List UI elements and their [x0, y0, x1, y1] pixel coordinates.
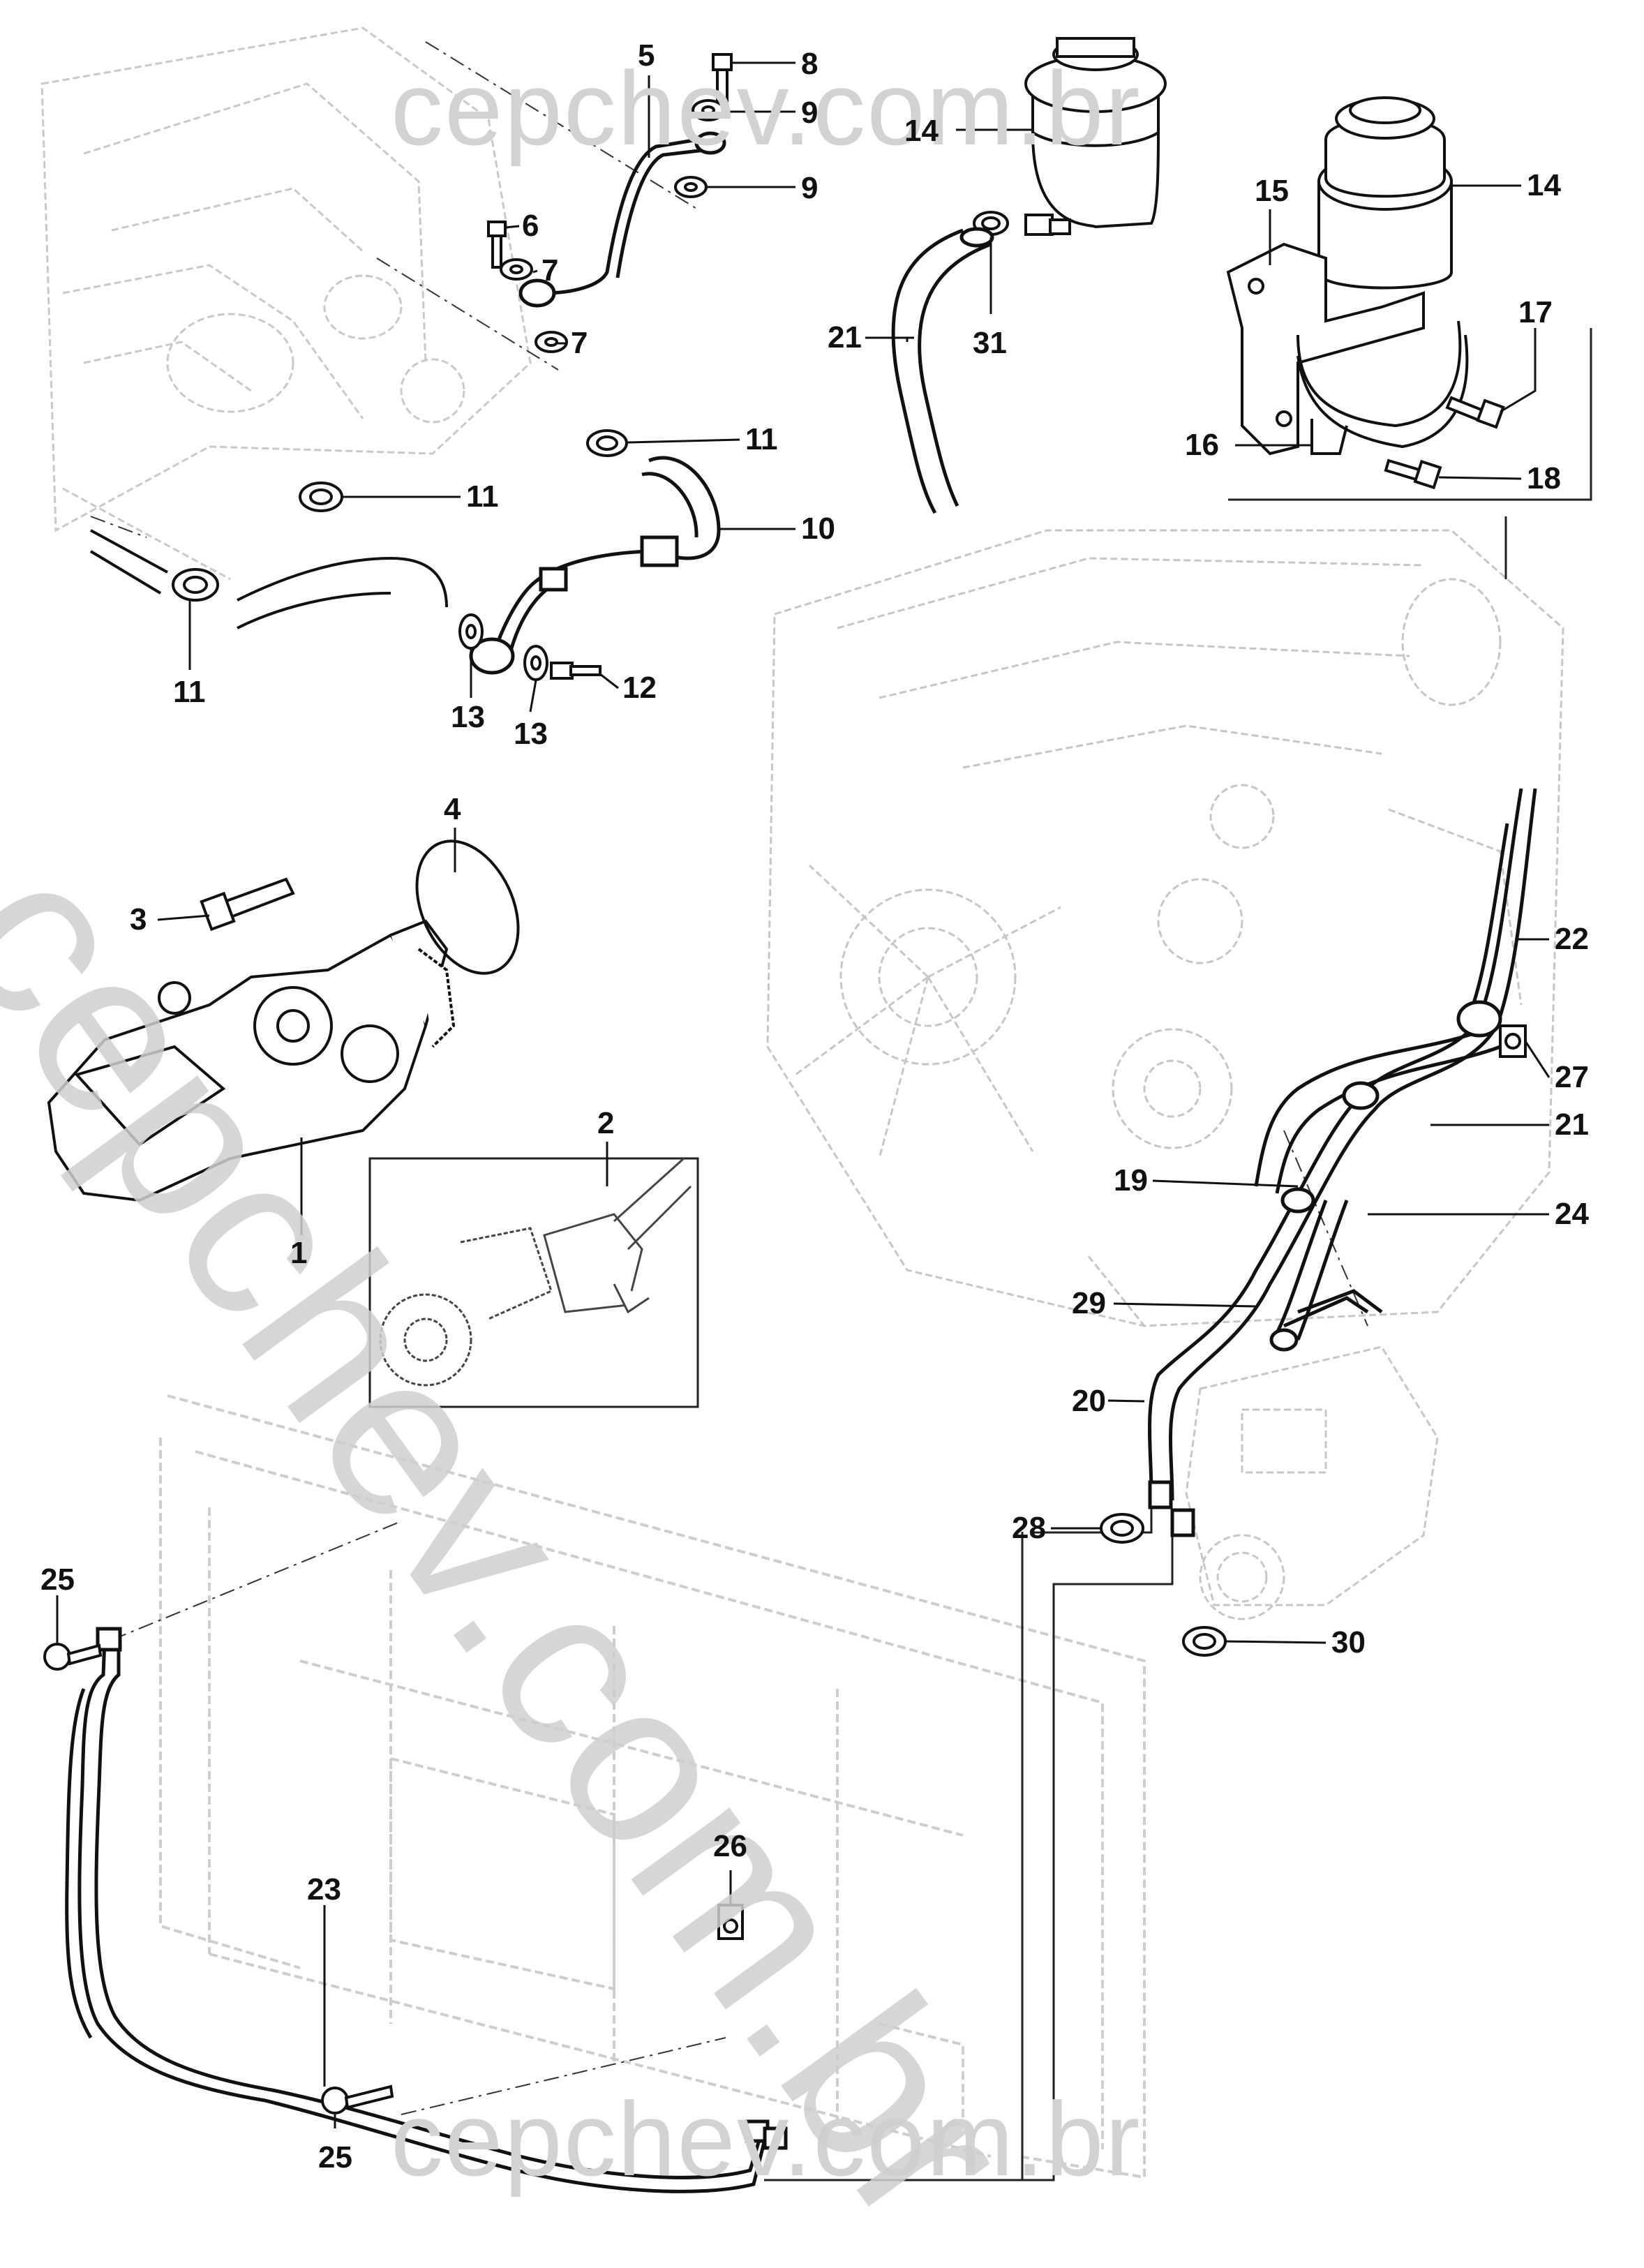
pump-inlet-hose — [89, 529, 448, 629]
callout-11c: 11 — [173, 675, 206, 709]
callout-7a: 7 — [541, 253, 559, 288]
inset-pump-sketch — [379, 1157, 692, 1387]
washers-13 — [458, 613, 548, 681]
callout-5: 5 — [638, 38, 655, 73]
callout-21a: 21 — [828, 320, 862, 355]
callout-18: 18 — [1527, 461, 1561, 495]
hose-clamp-30 — [1182, 1626, 1227, 1657]
callout-7b: 7 — [571, 326, 588, 360]
cooler-bolts-25 — [43, 1643, 394, 2114]
callout-4: 4 — [444, 792, 461, 826]
washers-9 — [674, 99, 725, 198]
pump-bolt — [200, 877, 295, 932]
pump-gasket — [415, 840, 520, 975]
callout-2: 2 — [597, 1106, 615, 1140]
cooler-line-23 — [65, 1627, 788, 2193]
callout-21b: 21 — [1555, 1107, 1589, 1142]
callout-23: 23 — [307, 1872, 341, 1907]
suction-hose-10 — [469, 456, 721, 675]
callout-13b: 13 — [514, 717, 548, 751]
callout-8: 8 — [801, 47, 819, 81]
banjo-bolt-12 — [550, 662, 601, 680]
callout-14a: 14 — [904, 114, 939, 148]
watermark-bottom: cepchev.com.br — [391, 2080, 1142, 2198]
callout-31: 31 — [973, 326, 1007, 360]
inset-frame — [368, 1157, 699, 1408]
diagram-canvas: cepchev.com.br cepchev.com.br cepchev.co… — [0, 27, 1592, 2268]
reservoir-left — [1024, 37, 1167, 236]
background-engine-block — [40, 27, 532, 581]
exploded-view-drawing — [40, 27, 1592, 2193]
callout-15: 15 — [1255, 174, 1289, 208]
callout-9b: 9 — [801, 171, 819, 205]
banjo-bolt-8 — [712, 53, 733, 110]
callout-26: 26 — [713, 1829, 747, 1863]
background-steering-gear — [1185, 1345, 1439, 1620]
washers-7 — [500, 258, 568, 353]
hose-clamp-28 — [1100, 1513, 1144, 1544]
callout-20: 20 — [1072, 1384, 1106, 1418]
watermark-top: cepchev.com.br — [391, 50, 1142, 167]
steering-pump — [47, 919, 456, 1202]
callout-30: 30 — [1331, 1625, 1366, 1659]
return-hose-21 — [891, 227, 994, 514]
steering-lines — [1148, 788, 1537, 1537]
callout-11b: 11 — [466, 479, 499, 514]
bracket-bolts — [1384, 396, 1505, 490]
background-radiator-support — [159, 1394, 1146, 2179]
callout-3: 3 — [130, 902, 147, 937]
callout-24: 24 — [1555, 1197, 1589, 1231]
clip-26 — [717, 1904, 744, 1940]
callout-16: 16 — [1185, 428, 1219, 462]
callout-25a: 25 — [40, 1562, 75, 1597]
callout-14b: 14 — [1527, 168, 1561, 202]
callout-10: 10 — [801, 512, 835, 546]
callout-29: 29 — [1072, 1286, 1106, 1320]
hose-clamps-11 — [172, 429, 628, 602]
callout-13a: 13 — [451, 700, 485, 734]
callout-17: 17 — [1518, 295, 1553, 329]
callout-27: 27 — [1555, 1060, 1589, 1094]
callout-11a: 11 — [745, 422, 778, 456]
callout-6: 6 — [522, 209, 539, 243]
reservoir-bracket-15 — [1226, 242, 1425, 456]
background-engine-right — [766, 529, 1564, 1327]
callout-22: 22 — [1555, 922, 1589, 956]
phantom-lines — [90, 41, 1368, 2115]
callout-12: 12 — [622, 671, 657, 705]
line-clip-27 — [1499, 1024, 1527, 1058]
reservoir-strap-16 — [1296, 320, 1469, 455]
leader-lines — [56, 61, 1550, 2128]
callout-1: 1 — [290, 1236, 308, 1270]
callout-9a: 9 — [801, 96, 819, 130]
pressure-line-5 — [518, 131, 726, 308]
callout-25b: 25 — [318, 2140, 352, 2174]
reservoir-right — [1317, 96, 1453, 290]
callout-19: 19 — [1114, 1163, 1148, 1198]
banjo-bolt-6 — [487, 221, 507, 269]
callout-28: 28 — [1012, 1511, 1046, 1545]
